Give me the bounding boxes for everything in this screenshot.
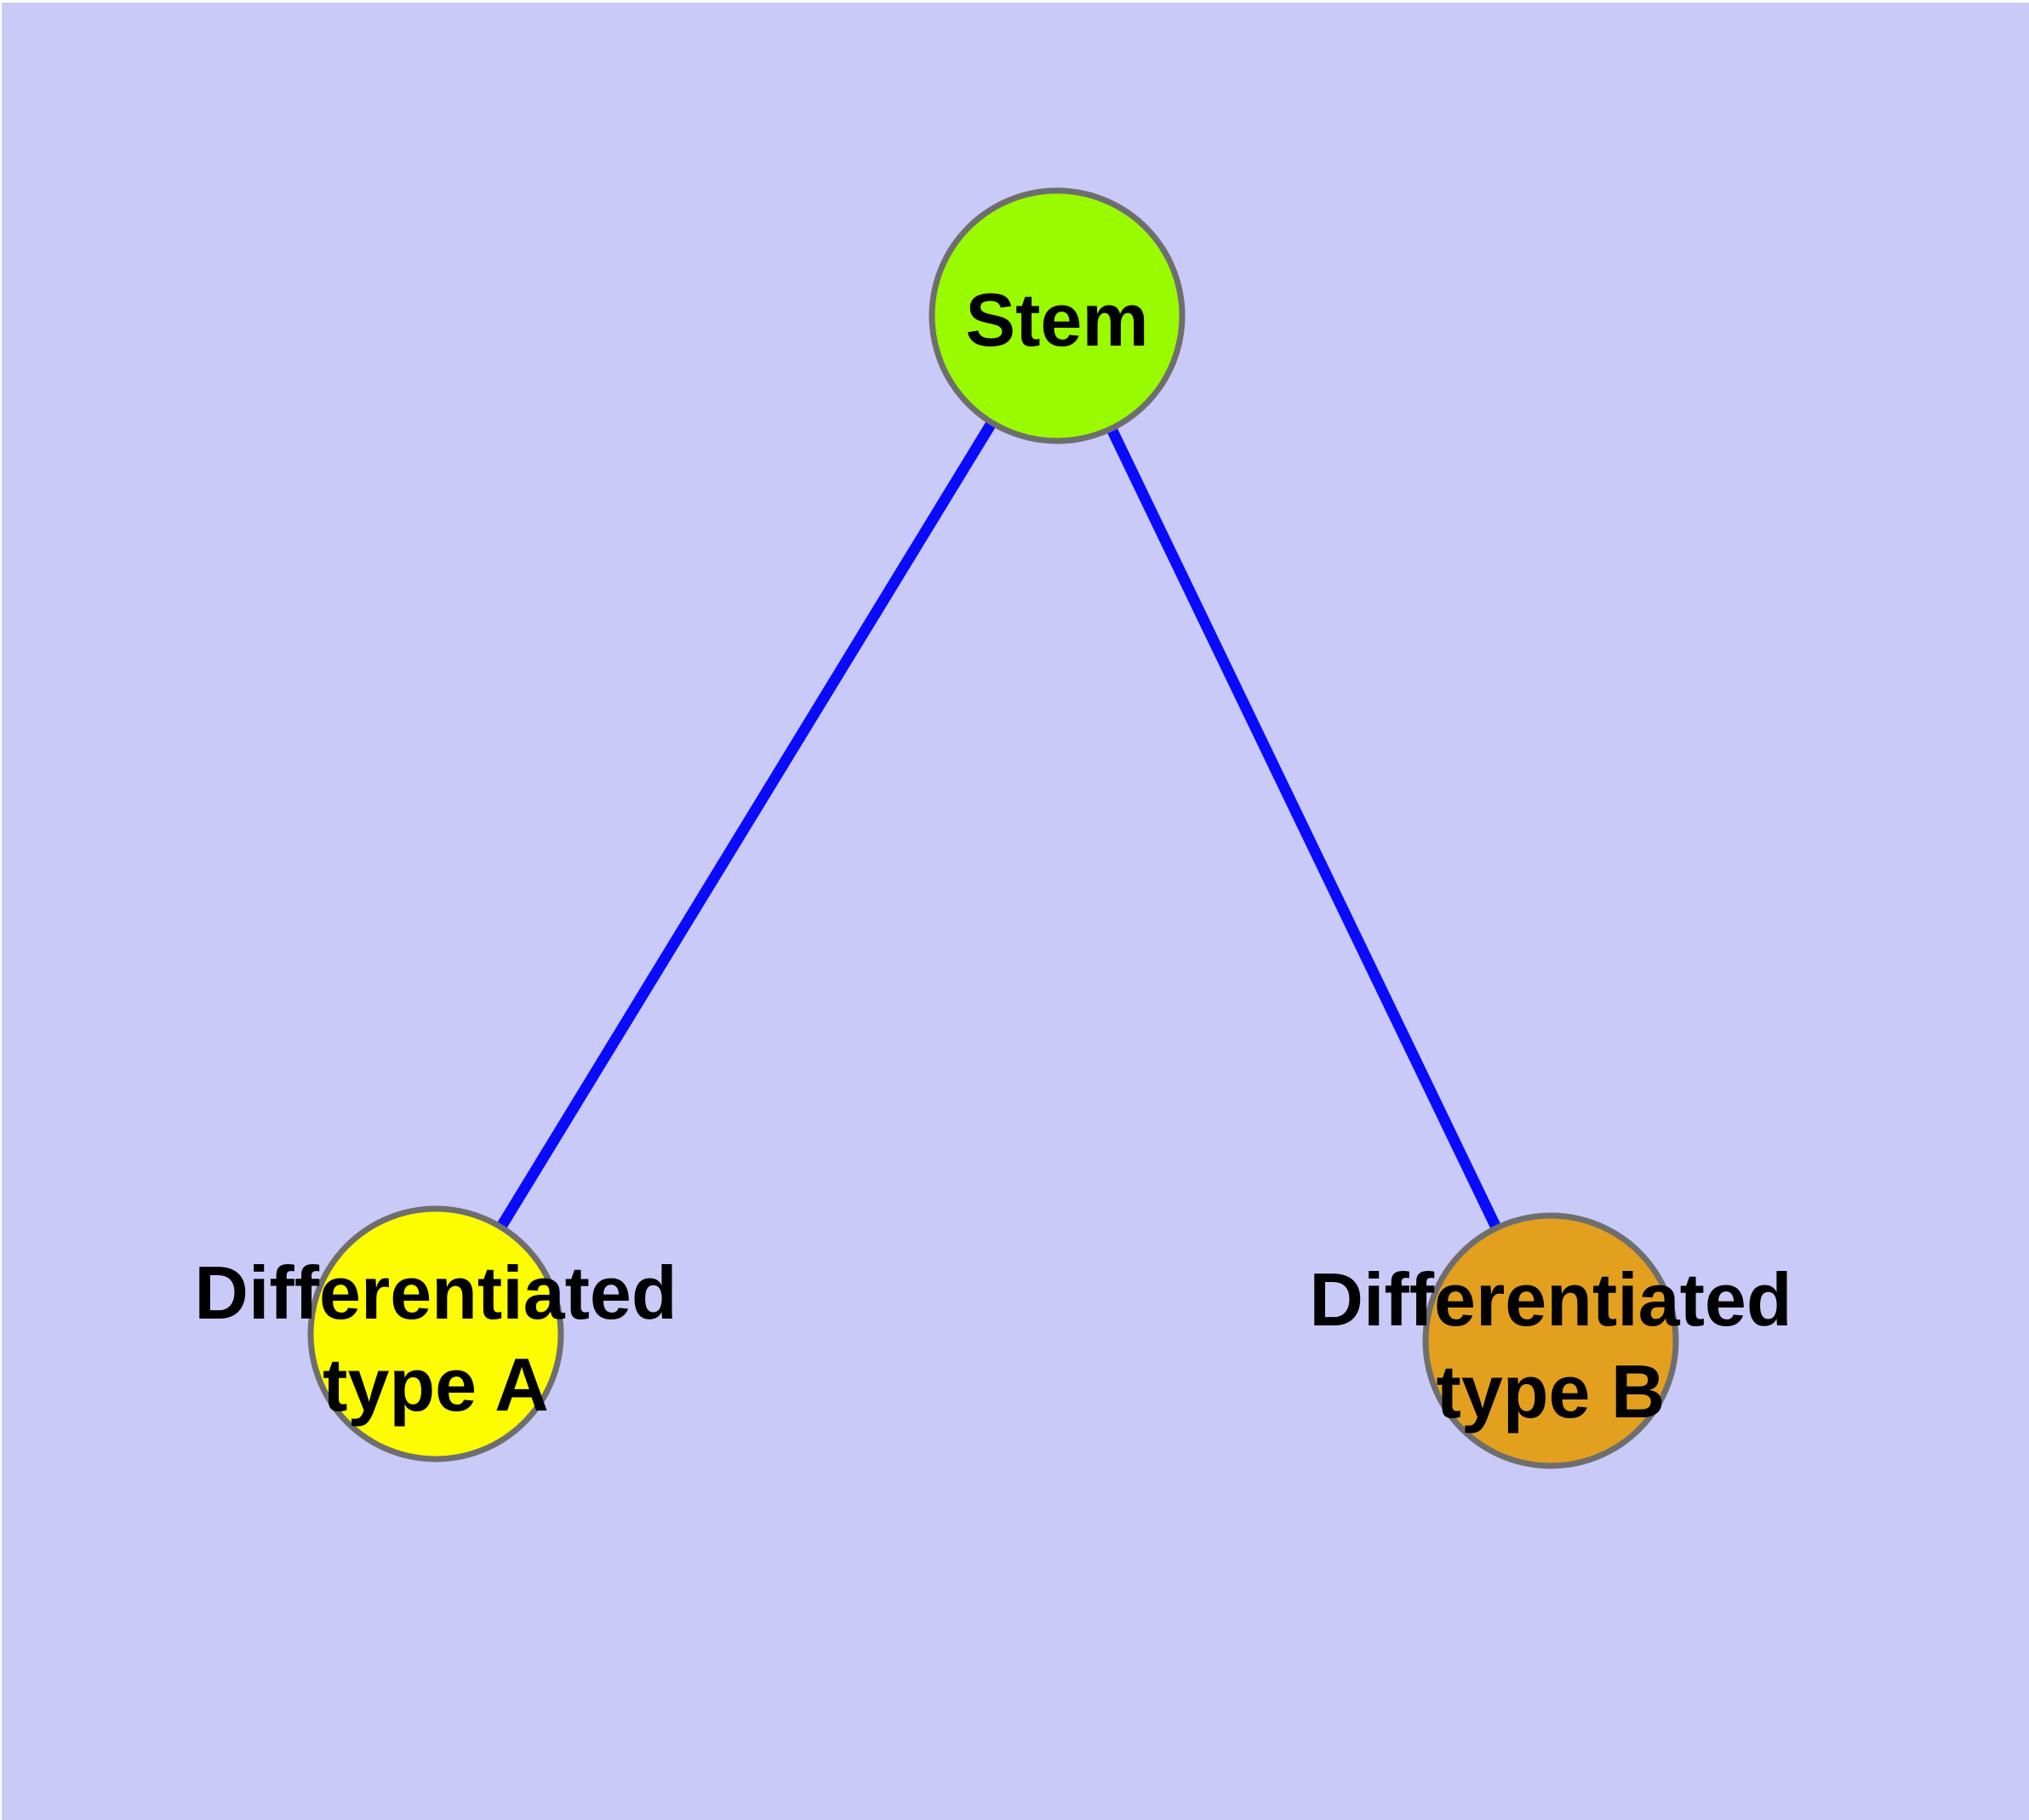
node-differentiated-type-a-label-line1: Differentiated <box>194 1251 677 1335</box>
diagram-canvas: Stem Differentiated type A Differentiate… <box>0 3 2029 1820</box>
node-stem-label: Stem <box>965 278 1148 362</box>
node-differentiated-type-b-label-line1: Differentiated <box>1309 1257 1792 1342</box>
node-differentiated-type-a-label-line2: type A <box>323 1342 549 1427</box>
node-differentiated-type-b-label-line2: type B <box>1437 1349 1666 1434</box>
node-stem-circle <box>929 187 1186 444</box>
stem-cell-differentiation-diagram: Stem Differentiated type A Differentiate… <box>2 3 2029 1820</box>
node-stem: Stem <box>929 187 1186 444</box>
node-differentiated-type-a: Differentiated type A <box>194 1205 677 1462</box>
node-differentiated-type-b: Differentiated type B <box>1309 1212 1792 1469</box>
edge-stem-to-differentiated-type-a <box>431 312 1062 1337</box>
edge-stem-to-differentiated-type-b <box>1052 313 1556 1343</box>
node-differentiated-type-a-circle <box>307 1205 564 1462</box>
node-differentiated-type-b-circle <box>1422 1212 1679 1469</box>
